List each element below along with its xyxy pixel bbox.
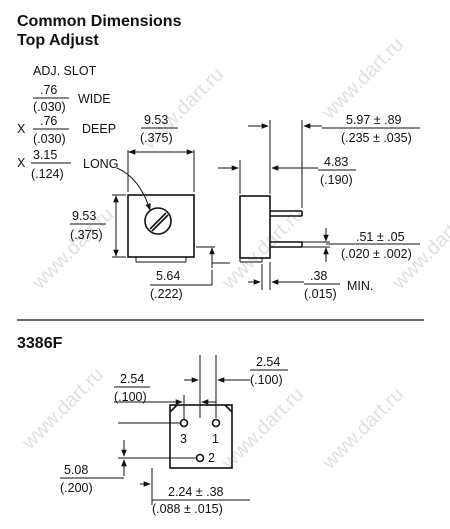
pin-1-label: 1 <box>212 432 219 446</box>
pin-2-label: 2 <box>208 451 215 465</box>
pin-1-pad <box>211 418 221 428</box>
slot-depth-mm: (.030) <box>33 132 66 146</box>
height-in: 9.53 <box>72 209 96 223</box>
pitch-right-mm: (.100) <box>250 373 283 387</box>
pin-length-in: 5.97 ± .89 <box>346 113 402 127</box>
pitch-left-mm: (.100) <box>114 390 147 404</box>
slot-len-mm: (.124) <box>31 167 64 181</box>
side-view <box>239 195 303 263</box>
pin2-offset-in: 2.24 ± .38 <box>168 485 224 499</box>
watermark: www.dart.ru <box>317 33 408 124</box>
pitch-left-in: 2.54 <box>120 372 144 386</box>
standoff-mm: (.015) <box>304 287 337 301</box>
section-subtitle: Top Adjust <box>17 32 99 49</box>
adj-slot-label: ADJ. SLOT <box>33 64 97 78</box>
slot-len-in: 3.15 <box>33 148 57 162</box>
section-title: Common Dimensions <box>17 13 182 30</box>
pin-dia-in: .51 ± .05 <box>356 230 405 244</box>
watermark: www.dart.ru <box>217 383 308 474</box>
pin-dia-mm: (.020 ± .002) <box>341 247 412 261</box>
pin-2-pad <box>195 453 205 463</box>
pin-offset-mm: (.222) <box>150 287 183 301</box>
height-mm: (.375) <box>70 228 103 242</box>
pitch-right-in: 2.54 <box>256 355 280 369</box>
slot-width-in: .76 <box>40 83 57 97</box>
deep-label: DEEP <box>82 122 116 136</box>
footprint-view: 3 1 2 <box>169 404 233 469</box>
slot-depth-in: .76 <box>40 114 57 128</box>
pin-offset-in: 5.64 <box>156 269 180 283</box>
width-mm: (.375) <box>140 131 173 145</box>
depth-in: 4.83 <box>324 155 348 169</box>
height-in: 5.08 <box>64 463 88 477</box>
pin-length-mm: (.235 ± .035) <box>341 131 412 145</box>
wide-label: WIDE <box>78 92 111 106</box>
width-in: 9.53 <box>144 113 168 127</box>
height-mm: (.200) <box>60 481 93 495</box>
min-label: MIN. <box>347 279 373 293</box>
long-label: LONG <box>83 157 118 171</box>
watermark: www.dart.ru <box>217 203 308 294</box>
depth-mm: (.190) <box>320 173 353 187</box>
standoff-in: .38 <box>310 269 327 283</box>
pin-3-pad <box>179 418 189 428</box>
x-mark: X <box>17 156 26 170</box>
watermark: www.dart.ru <box>17 363 108 454</box>
front-view <box>127 194 195 263</box>
model-title: 3386F <box>17 335 63 352</box>
watermark: www.dart.ru <box>317 383 408 474</box>
x-mark: X <box>17 122 26 136</box>
pin-3-label: 3 <box>180 432 187 446</box>
slot-width-mm: (.030) <box>33 100 66 114</box>
pin2-offset-mm: (.088 ± .015) <box>152 502 223 516</box>
